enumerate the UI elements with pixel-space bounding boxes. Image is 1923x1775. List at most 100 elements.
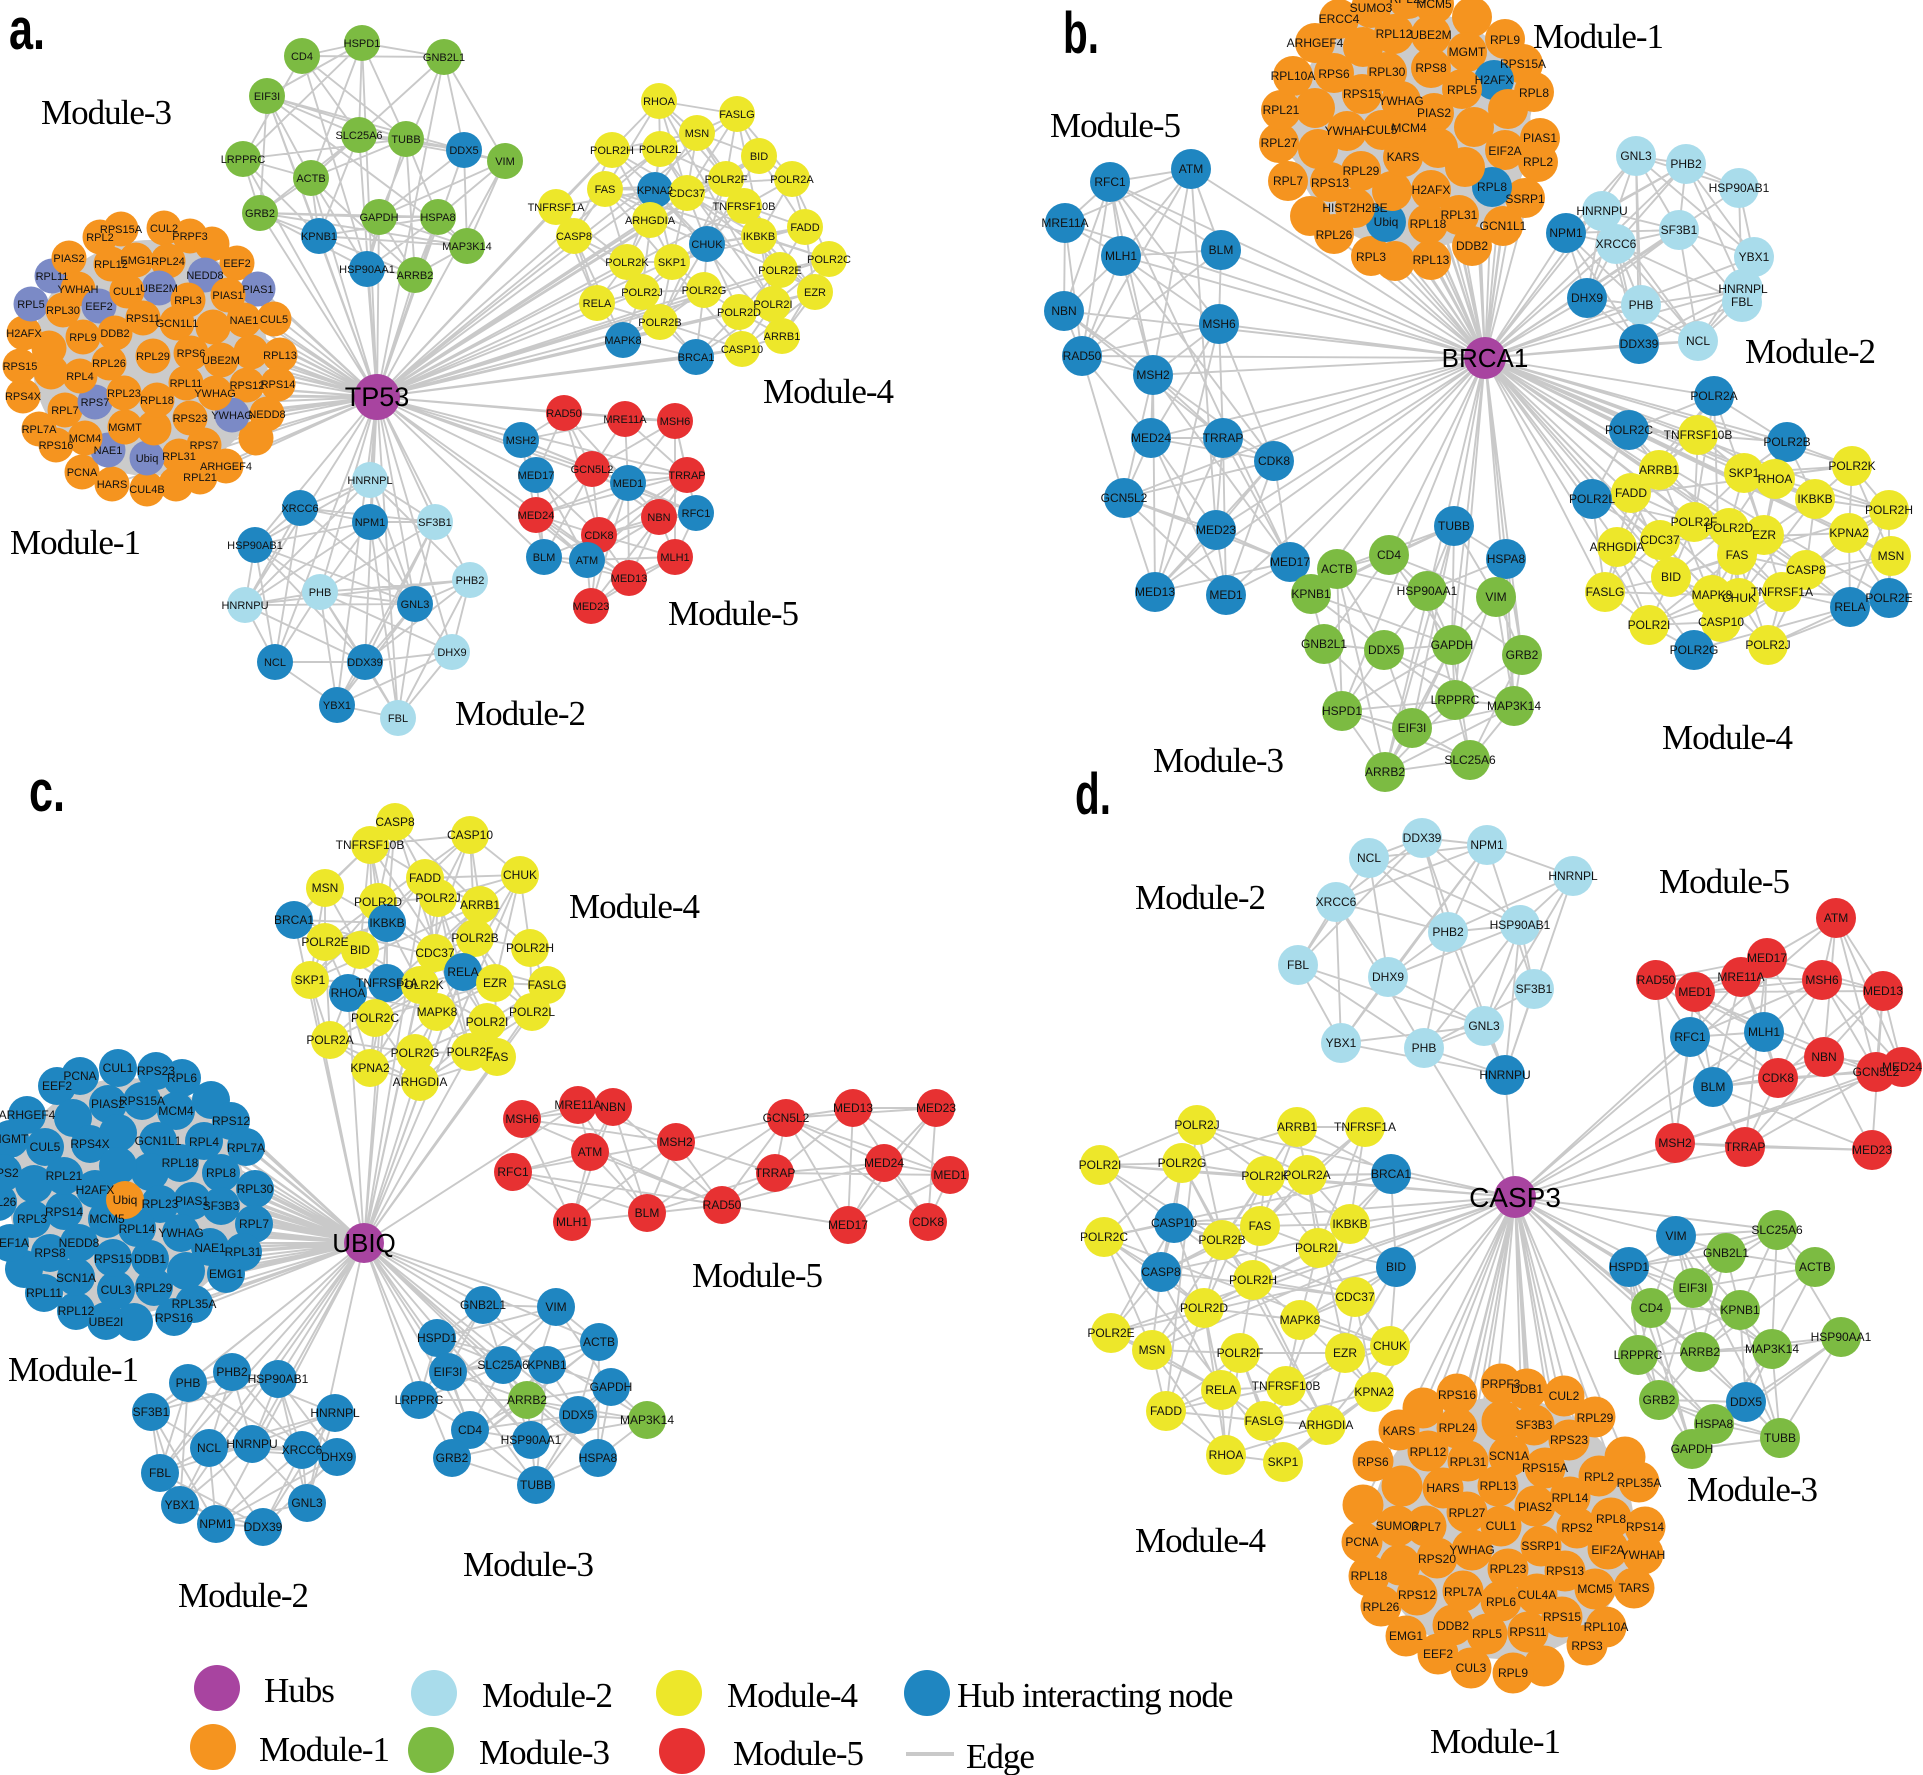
svg-text:POLR2G: POLR2G xyxy=(1670,643,1719,657)
svg-text:TNFRSF10B: TNFRSF10B xyxy=(1252,1379,1321,1393)
svg-text:NBN: NBN xyxy=(600,1100,625,1114)
svg-text:RPL18: RPL18 xyxy=(162,1156,199,1170)
svg-text:RPL23: RPL23 xyxy=(107,388,141,400)
svg-text:RPL14: RPL14 xyxy=(119,1222,156,1236)
svg-text:CDC37: CDC37 xyxy=(1335,1290,1375,1304)
svg-text:DHX9: DHX9 xyxy=(1571,291,1603,305)
svg-text:NPM1: NPM1 xyxy=(355,517,386,529)
svg-text:GNL3: GNL3 xyxy=(1620,149,1652,163)
svg-text:Module-4: Module-4 xyxy=(569,887,700,926)
svg-text:Ubiq: Ubiq xyxy=(136,453,159,465)
svg-text:YWHAG: YWHAG xyxy=(211,410,253,422)
svg-text:PHB2: PHB2 xyxy=(1432,925,1464,939)
svg-text:DHX9: DHX9 xyxy=(321,1450,353,1464)
svg-text:LRPPRC: LRPPRC xyxy=(1614,1348,1663,1362)
svg-text:RPS7: RPS7 xyxy=(190,440,219,452)
svg-text:CASP8: CASP8 xyxy=(556,231,592,243)
svg-text:GCN1L1: GCN1L1 xyxy=(135,1134,182,1148)
svg-text:MED17: MED17 xyxy=(518,470,555,482)
svg-text:RPL10A: RPL10A xyxy=(1271,69,1316,83)
svg-text:RPL35A: RPL35A xyxy=(1617,1476,1662,1490)
svg-text:RELA: RELA xyxy=(583,298,612,310)
svg-text:RPL11: RPL11 xyxy=(36,271,69,283)
svg-text:Module-5: Module-5 xyxy=(1050,106,1181,145)
svg-text:CUL2: CUL2 xyxy=(150,223,178,235)
svg-text:NBN: NBN xyxy=(1811,1050,1836,1064)
svg-text:CDC37: CDC37 xyxy=(669,188,705,200)
svg-text:RPL5: RPL5 xyxy=(17,299,45,311)
svg-text:Module-4: Module-4 xyxy=(763,372,894,411)
svg-text:KPNA2: KPNA2 xyxy=(637,185,673,197)
svg-text:MSH6: MSH6 xyxy=(505,1112,539,1126)
svg-text:PHB: PHB xyxy=(1629,298,1654,312)
svg-text:LRPPRC: LRPPRC xyxy=(1431,693,1480,707)
svg-text:RPS8: RPS8 xyxy=(1415,61,1447,75)
svg-text:RHOA: RHOA xyxy=(1209,1448,1244,1462)
svg-text:DHX9: DHX9 xyxy=(1372,970,1404,984)
svg-text:POLR2B: POLR2B xyxy=(638,317,681,329)
svg-text:RPS23: RPS23 xyxy=(1550,1433,1588,1447)
svg-text:UBIQ: UBIQ xyxy=(332,1228,396,1258)
svg-text:SCN1A: SCN1A xyxy=(1489,1449,1529,1463)
svg-text:RPS7: RPS7 xyxy=(81,397,110,409)
svg-text:a.: a. xyxy=(9,0,45,62)
svg-text:YBX1: YBX1 xyxy=(165,1498,196,1512)
svg-text:MSH2: MSH2 xyxy=(659,1135,693,1149)
svg-text:GAPDH: GAPDH xyxy=(1671,1442,1714,1456)
svg-text:DDB2: DDB2 xyxy=(1456,239,1488,253)
svg-text:Module-5: Module-5 xyxy=(733,1734,864,1773)
svg-text:HSP90AB1: HSP90AB1 xyxy=(1709,181,1770,195)
svg-text:DDX5: DDX5 xyxy=(562,1408,594,1422)
svg-text:TNFRSF1A: TNFRSF1A xyxy=(528,202,586,214)
svg-text:ATM: ATM xyxy=(1824,911,1848,925)
svg-text:PHB: PHB xyxy=(1412,1041,1437,1055)
svg-text:RPS16: RPS16 xyxy=(1438,1388,1476,1402)
svg-text:RPL21: RPL21 xyxy=(183,472,217,484)
svg-text:RPS11: RPS11 xyxy=(1509,1625,1546,1639)
svg-text:RPL23: RPL23 xyxy=(1390,0,1427,6)
svg-text:DHX9: DHX9 xyxy=(437,647,466,659)
svg-text:MED17: MED17 xyxy=(828,1218,868,1232)
svg-text:MED23: MED23 xyxy=(573,601,610,613)
svg-text:YWHAG: YWHAG xyxy=(1449,1543,1494,1557)
svg-text:Module-4: Module-4 xyxy=(1662,718,1793,757)
svg-text:SLC25A6: SLC25A6 xyxy=(335,130,382,142)
svg-text:MSN: MSN xyxy=(312,881,339,895)
svg-text:HSP90AA1: HSP90AA1 xyxy=(1811,1330,1872,1344)
svg-text:XRCC6: XRCC6 xyxy=(1596,237,1637,251)
svg-text:RPL18: RPL18 xyxy=(1410,217,1447,231)
svg-text:RFC1: RFC1 xyxy=(497,1165,529,1179)
svg-text:ACTB: ACTB xyxy=(583,1335,615,1349)
svg-text:RAD50: RAD50 xyxy=(1063,349,1102,363)
svg-text:POLR2I: POLR2I xyxy=(466,1015,509,1029)
svg-text:DDX39: DDX39 xyxy=(1620,337,1659,351)
svg-text:POLR2H: POLR2H xyxy=(1865,503,1913,517)
svg-text:POLR2F: POLR2F xyxy=(447,1045,494,1059)
svg-text:RPL13: RPL13 xyxy=(1480,1479,1517,1493)
svg-text:ARRB2: ARRB2 xyxy=(1680,1345,1720,1359)
svg-text:RFC1: RFC1 xyxy=(1674,1030,1706,1044)
svg-text:PIAS1: PIAS1 xyxy=(212,290,243,302)
svg-text:ARHGDIA: ARHGDIA xyxy=(1299,1418,1354,1432)
svg-text:ARRB1: ARRB1 xyxy=(460,898,500,912)
svg-text:RPL12: RPL12 xyxy=(58,1304,95,1318)
svg-text:POLR2J: POLR2J xyxy=(1174,1118,1219,1132)
svg-text:NPM1: NPM1 xyxy=(1470,838,1504,852)
svg-text:RPS15A: RPS15A xyxy=(100,224,143,236)
svg-text:RPL27: RPL27 xyxy=(1261,136,1298,150)
svg-text:MGMT: MGMT xyxy=(108,422,142,434)
svg-text:YWHAG: YWHAG xyxy=(1378,94,1423,108)
svg-text:TRRAP: TRRAP xyxy=(755,1166,796,1180)
svg-text:VIM: VIM xyxy=(495,156,515,168)
svg-text:MSN: MSN xyxy=(1139,1343,1166,1357)
svg-text:UBE2M: UBE2M xyxy=(140,283,178,295)
svg-text:BID: BID xyxy=(750,151,768,163)
svg-text:FAS: FAS xyxy=(1726,548,1749,562)
svg-text:EEF1A: EEF1A xyxy=(0,1236,29,1250)
svg-text:SKP1: SKP1 xyxy=(658,257,686,269)
svg-text:POLR2K: POLR2K xyxy=(1828,459,1875,473)
svg-text:RPL23: RPL23 xyxy=(142,1197,179,1211)
svg-text:GCN1L1: GCN1L1 xyxy=(156,318,199,330)
svg-text:RPS15: RPS15 xyxy=(1543,1610,1581,1624)
svg-text:IKBKB: IKBKB xyxy=(743,231,775,243)
